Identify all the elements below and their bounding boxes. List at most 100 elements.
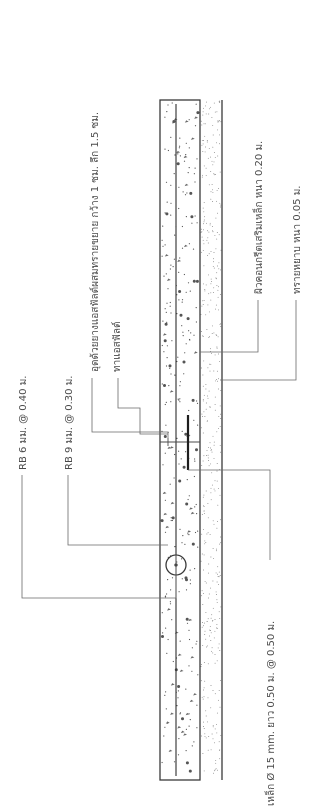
sand-grain	[203, 728, 205, 729]
sand-grain	[216, 463, 218, 464]
aggregate-stone	[162, 491, 167, 495]
sand-grain	[205, 737, 207, 739]
aggregate-dot	[166, 302, 168, 304]
sand-grain	[213, 252, 215, 253]
sand-grain	[219, 679, 221, 681]
sand-grain	[207, 230, 209, 232]
sand-grain	[208, 593, 210, 595]
sand-grain	[210, 292, 212, 294]
sand-grain	[210, 499, 212, 501]
sand-grain	[208, 572, 209, 574]
aggregate-dot	[164, 148, 166, 150]
aggregate-dot	[177, 356, 179, 358]
sand-grain	[213, 258, 215, 260]
sand-grain	[214, 156, 216, 158]
aggregate-stone	[163, 512, 168, 516]
aggregate-dot	[191, 670, 193, 672]
sand-grain	[216, 660, 218, 662]
aggregate-dot	[170, 136, 172, 138]
aggregate-dot	[188, 119, 190, 121]
aggregate-dot	[191, 745, 193, 747]
sand-grain	[215, 591, 217, 593]
sand-grain	[208, 336, 210, 338]
aggregate-dot	[163, 435, 167, 438]
contraction-joint	[160, 415, 200, 470]
aggregate-dot	[189, 719, 191, 721]
sand-grain	[212, 738, 214, 740]
sand-grain	[202, 753, 204, 754]
sand-grain	[201, 465, 203, 467]
aggregate-dot	[179, 385, 181, 387]
sand-grain	[210, 632, 212, 634]
sand-grain	[202, 528, 204, 530]
sand-grain	[220, 451, 222, 453]
sand-grain	[201, 427, 202, 429]
sand-grain	[209, 625, 211, 627]
sand-grain	[219, 543, 220, 545]
sand-grain	[219, 134, 220, 136]
sand-grain	[218, 101, 220, 103]
sand-grain	[203, 510, 205, 512]
sand-grain	[200, 228, 202, 230]
aggregate-dot	[183, 273, 185, 276]
sand-grain	[217, 521, 218, 523]
aggregate-dot	[160, 519, 164, 523]
aggregate-dot	[169, 601, 171, 603]
aggregate-dot	[178, 479, 182, 483]
sand-grain	[218, 262, 220, 264]
aggregate-dot	[176, 360, 178, 363]
sand-grain	[208, 563, 210, 565]
sand-grain	[211, 484, 213, 486]
sand-grain	[219, 617, 221, 619]
aggregate-dot	[187, 498, 189, 501]
sand-grain	[208, 108, 210, 110]
sand-grain	[202, 283, 204, 285]
sand-grain	[210, 685, 212, 686]
aggregate-dot	[191, 542, 195, 546]
sand-grain	[207, 618, 209, 620]
sand-grain	[217, 566, 219, 568]
aggregate-dot	[170, 214, 172, 216]
aggregate-dot	[179, 257, 181, 259]
aggregate-dot	[185, 154, 187, 156]
sand-grain	[206, 140, 208, 141]
sand-grain	[203, 696, 205, 698]
sand-texture	[200, 100, 222, 774]
aggregate-dot	[185, 142, 187, 144]
sand-grain	[214, 409, 216, 411]
sand-grain	[209, 635, 211, 637]
sand-grain	[213, 287, 215, 289]
aggregate-dot	[179, 640, 181, 642]
sand-grain	[207, 367, 209, 369]
sand-grain	[205, 402, 207, 404]
aggregate-dot	[189, 290, 191, 292]
sand-grain	[214, 354, 216, 356]
aggregate-dot	[167, 579, 169, 581]
aggregate-dot	[167, 638, 169, 641]
aggregate-dot	[164, 499, 166, 501]
aggregate-stone	[177, 726, 182, 729]
sand-grain	[203, 687, 205, 689]
sand-grain	[207, 454, 209, 456]
aggregate-dot	[191, 647, 193, 649]
aggregate-dot	[194, 506, 196, 508]
aggregate-dot	[166, 201, 168, 203]
aggregate-stone	[176, 150, 181, 154]
sand-grain	[215, 759, 217, 761]
sand-grain	[210, 106, 212, 108]
aggregate-dot	[187, 282, 190, 284]
sand-grain	[202, 374, 204, 376]
sand-grain	[211, 160, 213, 162]
aggregate-dot	[165, 365, 168, 367]
sand-grain	[202, 207, 204, 209]
aggregate-dot	[170, 202, 172, 204]
sand-grain	[217, 336, 219, 338]
sand-grain	[208, 465, 210, 467]
sand-grain	[205, 582, 207, 584]
sand-grain	[218, 427, 219, 429]
sand-grain	[215, 762, 217, 764]
aggregate-dot	[171, 577, 174, 579]
sand-grain	[203, 123, 205, 125]
sand-grain	[201, 590, 203, 592]
sand-grain	[218, 120, 220, 121]
